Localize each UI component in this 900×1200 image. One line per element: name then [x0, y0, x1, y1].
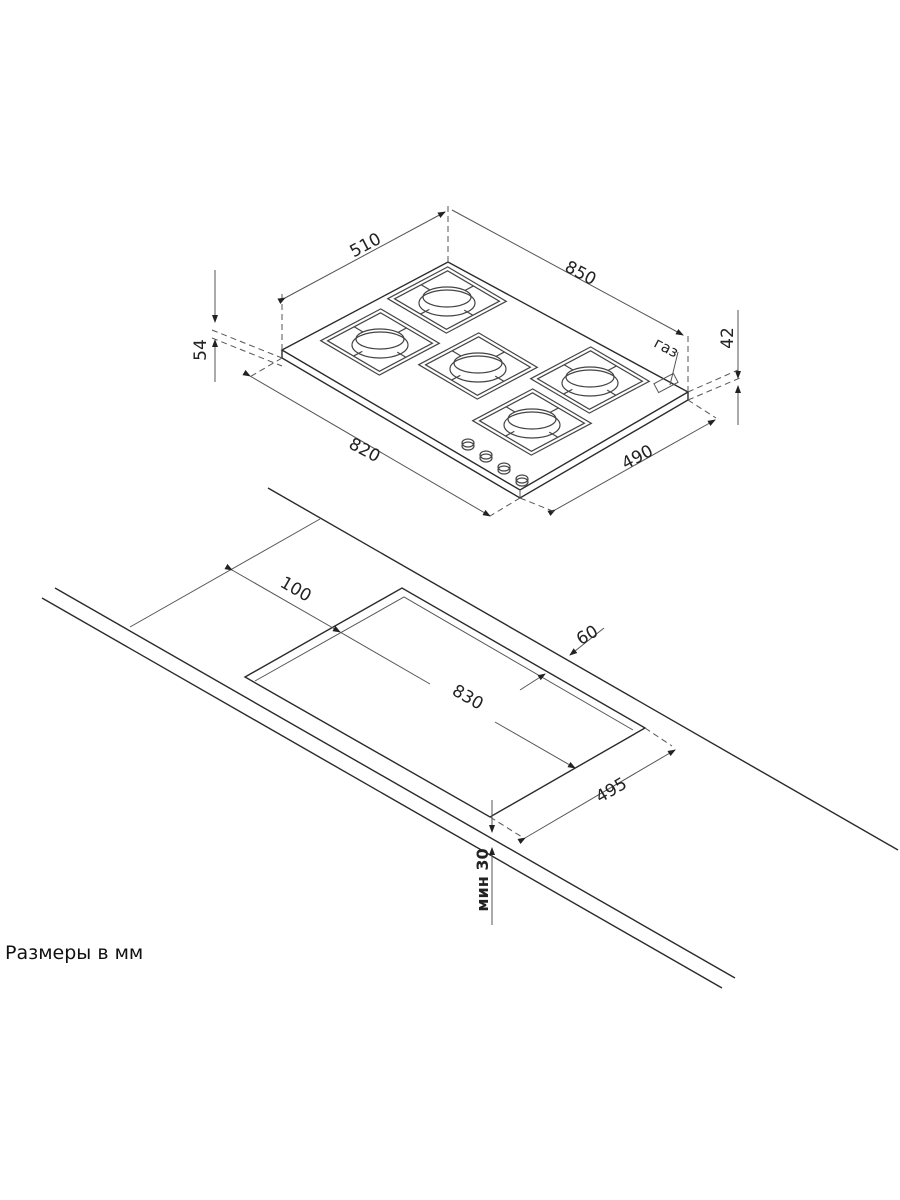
- dim-depth-label: 510: [347, 229, 385, 262]
- gas-connector: [653, 372, 679, 394]
- grate-arm: [495, 351, 505, 358]
- grate-arm: [607, 365, 617, 372]
- grate-frame: [417, 332, 539, 400]
- burner-ring: [355, 328, 405, 350]
- grate-arm: [464, 285, 474, 292]
- grate-frame: [536, 350, 644, 410]
- grate-arm: [397, 327, 407, 334]
- hob: [280, 261, 690, 499]
- countertop: [41, 487, 899, 989]
- knob: [461, 438, 475, 451]
- burner-cap: [561, 369, 619, 397]
- grate-arm: [563, 364, 574, 371]
- grate-frame: [326, 312, 434, 372]
- grate-frame: [471, 388, 593, 456]
- cutout-dimensions: 100 60 830 495 мин 30: [224, 563, 676, 925]
- grate-arm: [451, 350, 462, 357]
- grate-frame: [393, 270, 501, 330]
- dim-side-clearance-label: 100: [276, 573, 314, 607]
- dim-back-clearance-label: 60: [573, 622, 602, 650]
- dim-height-right-label: 42: [718, 327, 738, 349]
- grate-frame: [424, 336, 532, 396]
- units-caption: Размеры в мм: [5, 942, 144, 964]
- knob: [515, 474, 529, 487]
- cutout: [243, 587, 647, 818]
- hob-dimensions: 510 850 54 42 газ 820 490: [191, 205, 741, 517]
- burner-ring: [565, 366, 615, 388]
- dim-body-width-label: 820: [345, 434, 383, 467]
- grate-arm: [494, 375, 505, 382]
- dim-cutout-width-label: 830: [448, 681, 486, 715]
- grate-arm: [463, 309, 474, 316]
- grate-arm: [353, 326, 364, 333]
- knob: [497, 462, 511, 475]
- burner: [319, 308, 441, 376]
- grate-arm: [549, 407, 559, 414]
- burner-grates: [319, 266, 651, 456]
- knob: [479, 450, 493, 463]
- grate-arm: [420, 284, 431, 291]
- grate-frame: [319, 308, 441, 376]
- burner: [471, 388, 593, 456]
- grate-frame: [529, 346, 651, 414]
- grate-arm: [396, 351, 407, 358]
- grate-arm: [606, 389, 617, 396]
- dim-width-label: 850: [561, 257, 599, 290]
- dim-height-total-label: 54: [191, 339, 211, 361]
- burner: [529, 346, 651, 414]
- dim-min-thickness-label: мин 30: [473, 848, 492, 911]
- burner: [417, 332, 539, 400]
- grate-arm: [505, 406, 516, 413]
- burner-ring: [507, 408, 557, 430]
- dim-body-depth-label: 490: [619, 441, 657, 474]
- burner-cap: [351, 331, 409, 359]
